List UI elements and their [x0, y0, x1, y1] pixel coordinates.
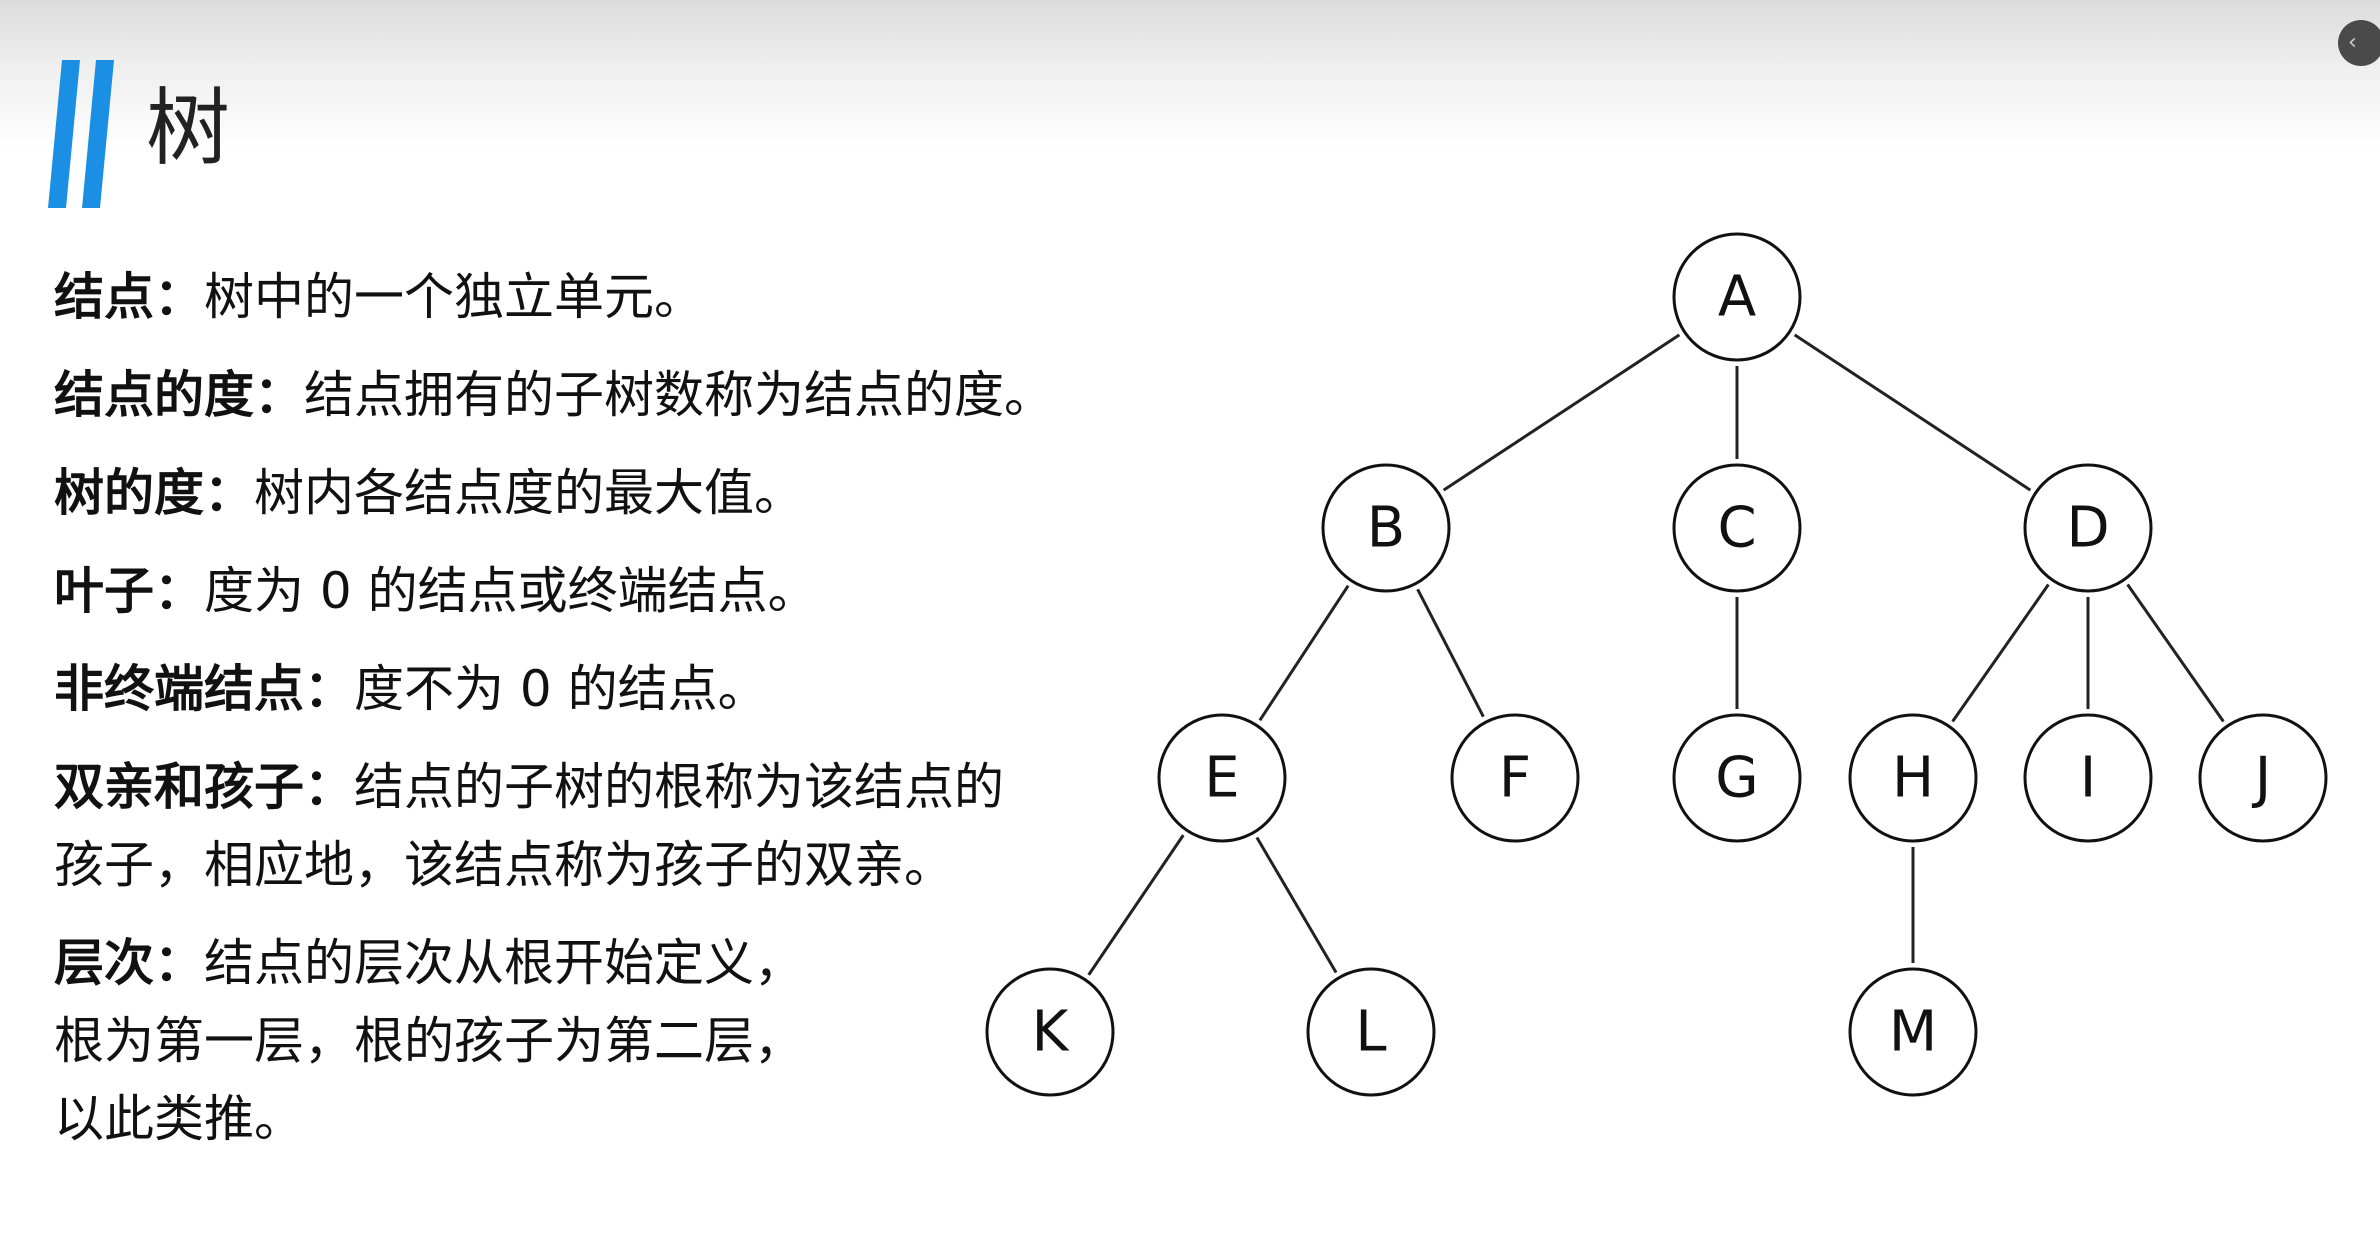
- node-circle: [2023, 463, 2153, 593]
- node-circle: [1157, 713, 1287, 843]
- definition-text: 度不为 0 的结点。: [354, 660, 768, 718]
- definition-text: 度为 0 的结点或终端结点。: [204, 562, 818, 620]
- node-label: L: [1355, 1000, 1386, 1065]
- definition-text: 树内各结点度的最大值。: [254, 464, 804, 522]
- node-label: G: [1715, 746, 1758, 811]
- definition-text: 以此类推。: [54, 1090, 304, 1148]
- node-circle: [985, 967, 1115, 1097]
- edge-D-J: [2126, 583, 2225, 723]
- definition-nonterminal: 非终端结点：度不为 0 的结点。: [54, 650, 1184, 728]
- definition-node-degree: 结点的度：结点拥有的子树数称为结点的度。: [54, 356, 1184, 434]
- definition-term: 结点：: [54, 268, 204, 326]
- definition-text: 结点拥有的子树数称为结点的度。: [304, 366, 1054, 424]
- edge-B-F: [1416, 588, 1485, 718]
- node-label: I: [2080, 746, 2097, 811]
- node-label: E: [1204, 746, 1239, 811]
- page-title: 树: [146, 79, 231, 177]
- definition-term: 树的度：: [54, 464, 254, 522]
- header-background: [0, 0, 2380, 150]
- definition-text: 孩子，相应地，该结点称为孩子的双亲。: [54, 836, 954, 894]
- definition-term: 结点的度：: [54, 366, 304, 424]
- definition-term: 双亲和孩子：: [54, 758, 354, 816]
- node-label: A: [1718, 265, 1756, 330]
- node-label: D: [2066, 496, 2109, 561]
- tree-node-K: K: [985, 967, 1115, 1097]
- definition-text: 根为第一层，根的孩子为第二层，: [54, 1012, 804, 1070]
- tree-node-B: B: [1321, 463, 1451, 593]
- node-label: F: [1499, 746, 1531, 811]
- tree-node-H: H: [1848, 713, 1978, 843]
- definition-tree-degree: 树的度：树内各结点度的最大值。: [54, 454, 1184, 532]
- edge-B-E: [1258, 584, 1350, 722]
- node-circle: [2023, 713, 2153, 843]
- definition-term: 层次：: [54, 934, 204, 992]
- collapse-chevron-icon[interactable]: ‹: [2338, 20, 2380, 66]
- tree-node-E: E: [1157, 713, 1287, 843]
- node-circle: [1321, 463, 1451, 593]
- node-circle: [1672, 713, 1802, 843]
- tree-node-I: I: [2023, 713, 2153, 843]
- tree-node-J: J: [2198, 713, 2328, 843]
- node-label: J: [2252, 746, 2272, 811]
- edge-D-H: [1951, 583, 2050, 723]
- definition-node: 结点：树中的一个独立单元。: [54, 258, 1184, 336]
- definition-parent-child: 双亲和孩子：结点的子树的根称为该结点的 孩子，相应地，该结点称为孩子的双亲。: [54, 748, 1184, 904]
- node-label: K: [1032, 1000, 1070, 1065]
- tree-node-G: G: [1672, 713, 1802, 843]
- node-label: C: [1717, 496, 1756, 561]
- edge-A-B: [1442, 333, 1681, 492]
- edge-E-L: [1255, 836, 1338, 974]
- node-label: B: [1367, 496, 1405, 561]
- node-circle: [1672, 232, 1802, 362]
- definition-level: 层次：结点的层次从根开始定义， 根为第一层，根的孩子为第二层， 以此类推。: [54, 924, 1184, 1158]
- node-circle: [1306, 967, 1436, 1097]
- node-circle: [1848, 713, 1978, 843]
- node-circle: [1672, 463, 1802, 593]
- edge-A-D: [1793, 333, 2032, 492]
- tree-node-C: C: [1672, 463, 1802, 593]
- node-circle: [1848, 967, 1978, 1097]
- definition-term: 叶子：: [54, 562, 204, 620]
- edge-E-K: [1087, 834, 1185, 976]
- tree-node-F: F: [1450, 713, 1580, 843]
- node-circle: [1450, 713, 1580, 843]
- tree-node-A: A: [1672, 232, 1802, 362]
- node-label: M: [1889, 1000, 1937, 1065]
- definition-term: 非终端结点：: [54, 660, 354, 718]
- node-circle: [2198, 713, 2328, 843]
- definition-leaf: 叶子：度为 0 的结点或终端结点。: [54, 552, 1184, 630]
- tree-node-L: L: [1306, 967, 1436, 1097]
- node-label: H: [1892, 746, 1934, 811]
- definition-text: 结点的子树的根称为该结点的: [354, 758, 1004, 816]
- definitions-list: 结点：树中的一个独立单元。 结点的度：结点拥有的子树数称为结点的度。 树的度：树…: [54, 258, 1184, 1178]
- tree-node-D: D: [2023, 463, 2153, 593]
- tree-node-M: M: [1848, 967, 1978, 1097]
- definition-text: 树中的一个独立单元。: [204, 268, 704, 326]
- definition-text: 结点的层次从根开始定义，: [204, 934, 804, 992]
- title-accent-icon: [48, 60, 114, 208]
